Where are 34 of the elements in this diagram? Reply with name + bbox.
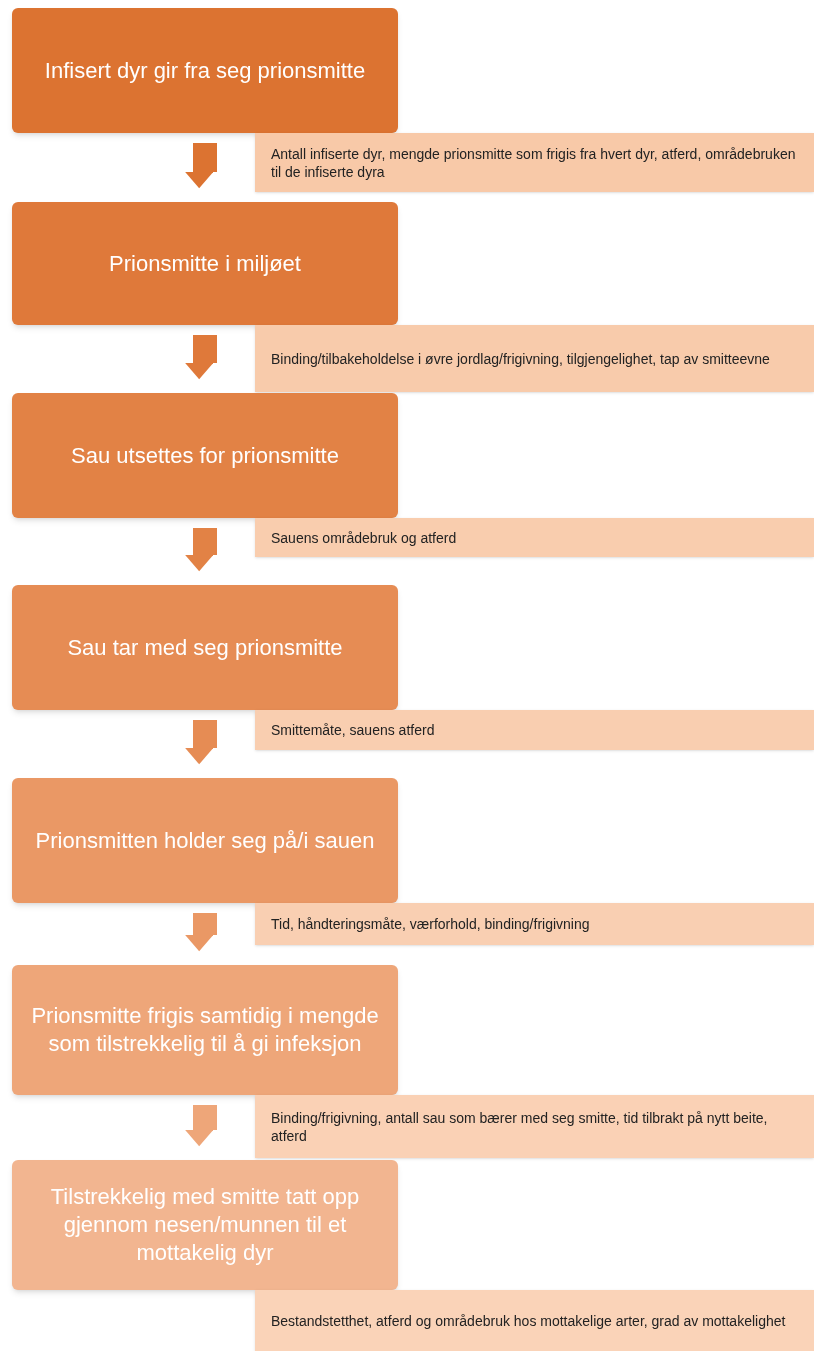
step-text: Prionsmitte i miljøet [109,249,301,278]
arrow [185,335,217,380]
process-box [12,8,398,133]
process-box [12,202,398,325]
arrow [185,143,217,189]
process-box [12,778,398,903]
factor-note [255,1095,814,1158]
process-box [12,393,398,518]
factor-note [255,903,814,945]
arrow [185,913,217,952]
process-box [12,585,398,710]
step-text: Infisert dyr gir fra seg prionsmitte [44,56,366,85]
arrow [185,720,217,765]
step-text: Prionsmitten holder seg på/i sauen [35,826,375,855]
factor-note [255,133,814,192]
factor-note [255,325,814,392]
step-text: Sau tar med seg prionsmitte [67,633,343,662]
note-text: Antall infiserte dyr, mengde prionsmitte som frigis fra hvert dyr, atferd, områdebruken til de infiserte dyra [271,144,797,181]
arrow [185,528,217,572]
note-text: Binding/tilbakeholdelse i øvre jordlag/frigivning, tilgjengelighet, tap av smitteevne [271,349,771,368]
factor-note [255,518,814,557]
step-text: Tilstrekkelig med smitte tatt opp gjennom nesen/munnen til et mottakelig dyr [49,1183,361,1267]
factor-note [255,1290,814,1351]
process-box [12,1160,398,1290]
note-text: Sauens områdebruk og atferd [271,528,458,547]
note-text: Smittemåte, sauens atferd [271,721,436,739]
note-text: Bestandstetthet, atferd og områdebruk hos mottakelige arter, grad av mottakelighet [271,1311,787,1330]
step-text: Sau utsettes for prionsmitte [71,441,339,470]
note-text: Tid, håndteringsmåte, værforhold, binding/frigivning [271,915,591,933]
step-text: Prionsmitte frigis samtidig i mengde som tilstrekkelig til å gi infeksjon [30,1002,380,1058]
process-box [12,965,398,1095]
arrow [185,1105,217,1147]
factor-note [255,710,814,750]
note-text: Binding/frigivning, antall sau som bærer med seg smitte, tid tilbrakt på nytt beite, atferd [271,1108,769,1145]
